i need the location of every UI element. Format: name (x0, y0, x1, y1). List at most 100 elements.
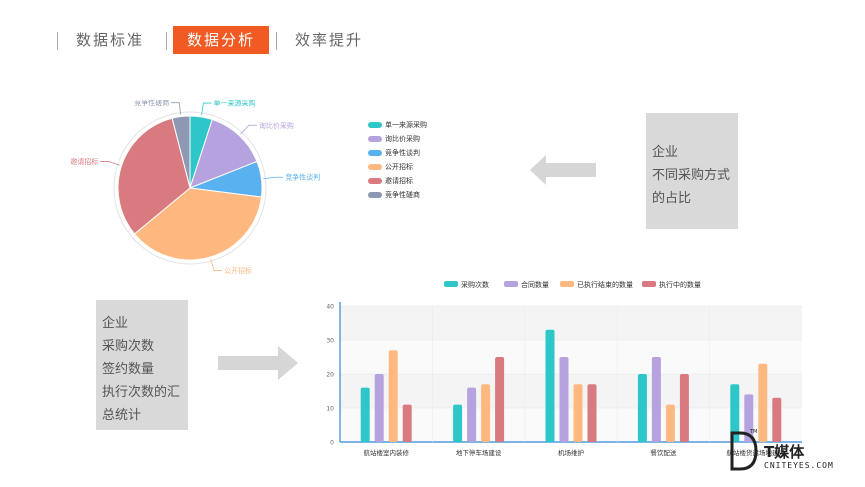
tab-efficiency[interactable]: 效率提升 (295, 31, 364, 49)
box-line: 采购次数 (102, 339, 155, 354)
bar[interactable] (453, 404, 463, 442)
bar[interactable] (651, 357, 661, 442)
pie-slice-label: 询比价采购 (259, 121, 294, 130)
bar-chart: 采购次数 合同数量 已执行结束的数量 执行中的数量 0 10 20 30 40 航站楼室内装修 地下… (326, 280, 802, 457)
box-line: 签约数量 (102, 362, 155, 377)
bar-legend-swatch (560, 281, 574, 287)
pie-leader-line (100, 161, 120, 166)
x-tick-label: 地下停车场建设 (456, 448, 502, 457)
bar-legend-swatch (444, 281, 458, 287)
legend-swatch-icon (368, 122, 382, 128)
pie-slice-label: 公开招标 (224, 266, 252, 275)
bar-legend-label[interactable]: 采购次数 (461, 280, 489, 289)
pie-slice[interactable] (133, 187, 262, 261)
bar[interactable] (402, 404, 412, 442)
pie-slice-label: 竞争性谈判 (285, 173, 320, 182)
pie-leader-line (171, 102, 182, 115)
legend-swatch-icon (368, 178, 382, 184)
legend-swatch-icon (368, 150, 382, 156)
tab-separator (57, 32, 58, 50)
bar[interactable] (388, 350, 398, 442)
bar[interactable] (481, 384, 491, 442)
arrow-right-icon (218, 346, 298, 380)
bar[interactable] (573, 384, 583, 442)
y-tick-label: 0 (330, 440, 334, 447)
legend-label: 单一来源采购 (385, 121, 427, 129)
bar-legend-label[interactable]: 执行中的数量 (659, 280, 701, 289)
pie-leader-line (240, 124, 257, 135)
bar[interactable] (637, 374, 647, 442)
bar[interactable] (772, 397, 782, 442)
grid-band (340, 408, 802, 442)
pie-legend: 单一来源采购询比价采购竞争性谈判公开招标邀请招标竞争性磋商 (368, 120, 488, 210)
bar[interactable] (467, 387, 477, 442)
pie-slice[interactable] (189, 118, 258, 189)
legend-swatch-icon (368, 164, 382, 170)
box-line: 执行次数的汇 (102, 385, 181, 400)
x-tick-label: 机场维护 (558, 448, 584, 457)
pie-outline (113, 111, 267, 265)
bar[interactable] (665, 404, 675, 442)
bar-legend-swatch (504, 281, 518, 287)
watermark-tm: TM (750, 429, 758, 435)
box-line: 不同采购方式 (652, 168, 731, 183)
legend-label: 公开招标 (385, 163, 413, 171)
bar[interactable] (730, 384, 740, 442)
x-tick-label: 餐饮配送 (650, 448, 677, 457)
pie-leader-line (201, 102, 212, 115)
pie-leader-line (210, 258, 222, 271)
legend-swatch-icon (368, 136, 382, 142)
pie-legend-item[interactable]: 询比价采购 (368, 134, 420, 144)
pie-slice-label: 单一来源采购 (213, 100, 255, 108)
grid-band (340, 374, 802, 408)
legend-swatch-icon (368, 192, 382, 198)
box-line: 总统计 (102, 408, 142, 423)
y-tick-label: 40 (326, 304, 334, 311)
pie-description-box: 企业 不同采购方式 的占比 (646, 113, 738, 229)
y-tick-label: 10 (326, 406, 334, 413)
bar[interactable] (495, 357, 505, 442)
pie-legend-item[interactable]: 邀请招标 (368, 176, 413, 186)
pie-legend-item[interactable]: 竞争性磋商 (368, 190, 420, 200)
legend-label: 邀请招标 (385, 177, 413, 185)
bar[interactable] (545, 329, 555, 442)
pie-legend-item[interactable]: 单一来源采购 (368, 120, 427, 130)
bar-legend-label[interactable]: 合同数量 (521, 280, 549, 289)
y-tick-label: 30 (326, 338, 334, 345)
legend-label: 竞争性磋商 (385, 191, 420, 199)
box-line: 企业 (652, 145, 679, 160)
watermark-brand: T媒体 (764, 443, 805, 461)
tab-separator (276, 32, 277, 50)
pie-leader-line (263, 176, 284, 180)
bar-description-box: 企业 采购次数 签约数量 执行次数的汇 总统计 (96, 300, 188, 430)
bar[interactable] (758, 363, 768, 442)
bar-legend-swatch (642, 281, 656, 287)
tab-data-standard[interactable]: 数据标准 (76, 31, 145, 49)
bar[interactable] (374, 374, 384, 442)
bar[interactable] (360, 387, 370, 442)
pie-legend-item[interactable]: 竞争性谈判 (368, 148, 420, 158)
bar-legend-label[interactable]: 已执行结束的数量 (577, 280, 633, 289)
pie-slice-label: 邀请招标 (70, 157, 98, 166)
legend-label: 竞争性谈判 (385, 149, 420, 157)
bar[interactable] (679, 374, 689, 442)
tab-data-analysis[interactable]: 数据分析 (173, 26, 270, 54)
grid-band (340, 340, 802, 374)
arrow-left-icon (530, 155, 596, 185)
pie-slice[interactable] (117, 117, 191, 235)
pie-legend-item[interactable]: 公开招标 (368, 162, 413, 172)
bar[interactable] (744, 394, 754, 442)
bar[interactable] (587, 384, 597, 442)
d-logo-icon (730, 431, 758, 471)
watermark-logo: TM T媒体 CNITEYES.COM (728, 429, 858, 475)
legend-label: 询比价采购 (385, 135, 420, 143)
x-tick-label: 航站楼室内装修 (363, 448, 409, 457)
watermark-url: CNITEYES.COM (764, 461, 834, 470)
grid-band (340, 306, 802, 340)
bar[interactable] (559, 357, 569, 442)
pie-slice-label: 竞争性磋商 (134, 100, 169, 107)
tab-separator (166, 32, 167, 50)
y-tick-label: 20 (326, 372, 334, 379)
box-line: 的占比 (652, 191, 692, 206)
